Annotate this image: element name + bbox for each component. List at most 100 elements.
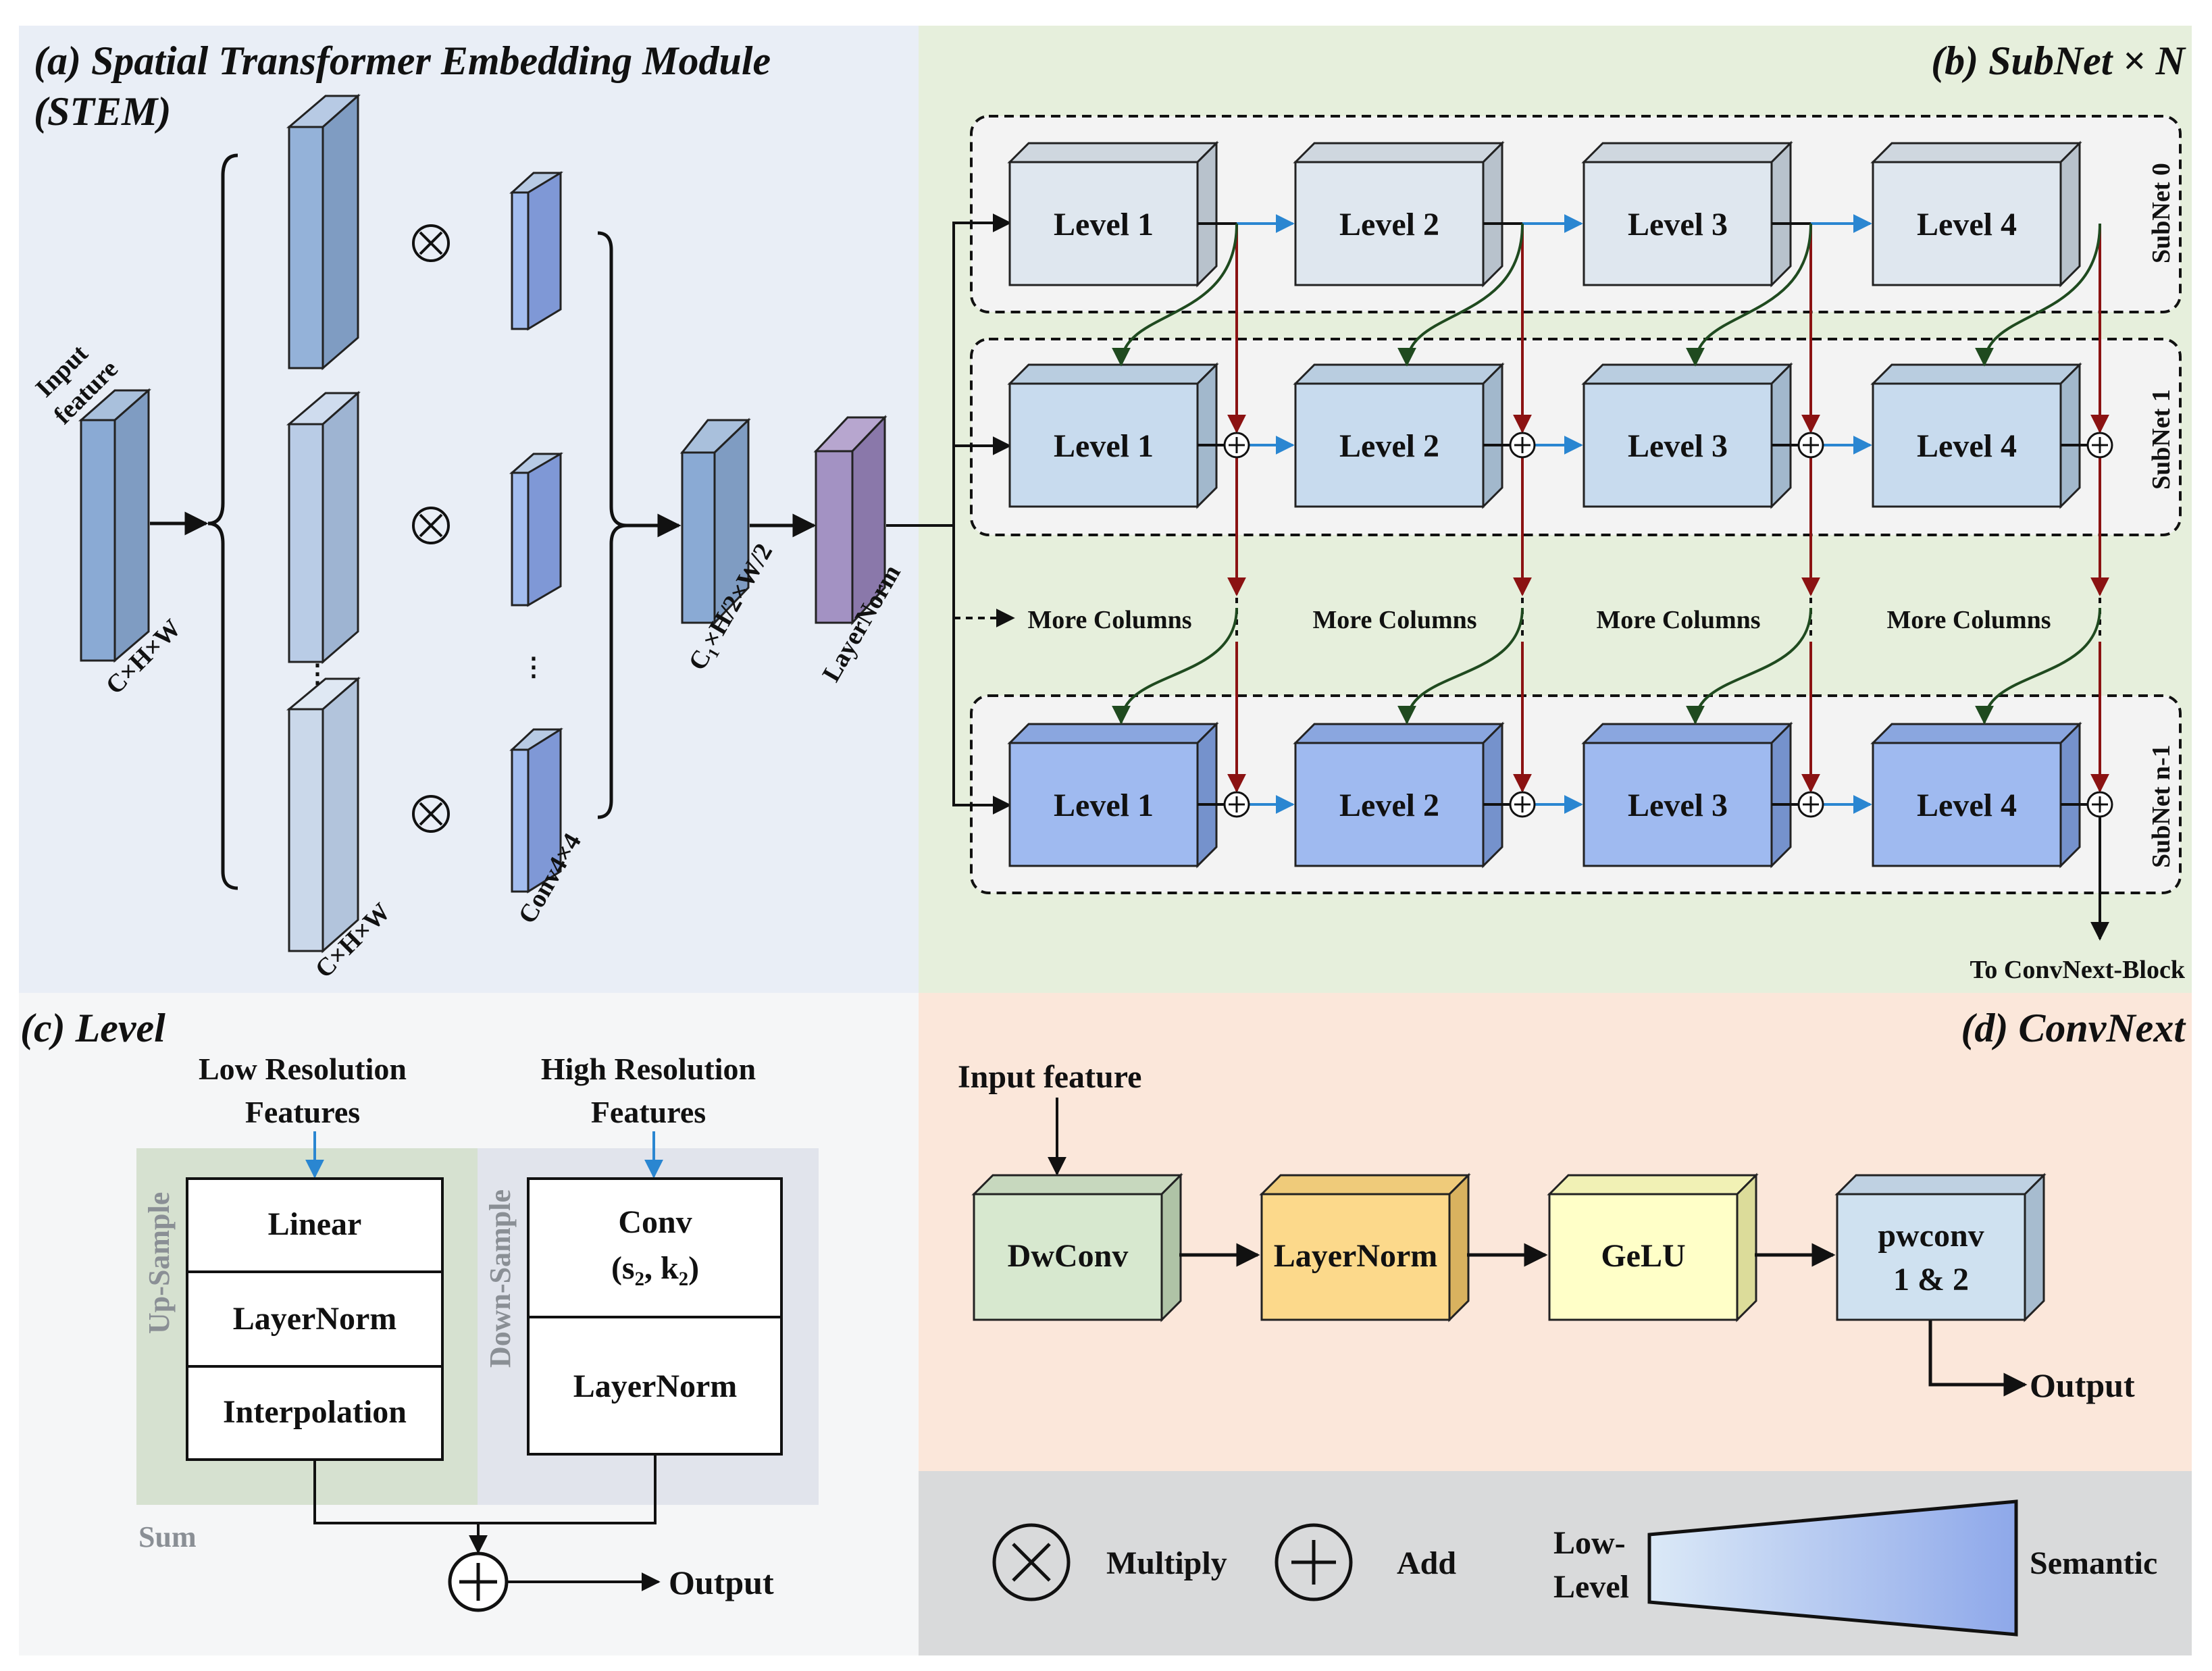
stem-title: (a) Spatial Transformer Embedding Module <box>34 38 771 83</box>
gelu-label: GeLU <box>1601 1238 1685 1274</box>
layernorm-block-convnext <box>1259 1173 1471 1322</box>
dwconv-block <box>971 1173 1183 1322</box>
subnet-n1-level-3-label: Level 3 <box>1628 788 1728 823</box>
conv-ellipsis: ⋮ <box>521 653 546 682</box>
subnet-1-level-3 <box>1581 362 1793 509</box>
to-convnext-label: To ConvNext-Block <box>1970 956 2186 984</box>
add-icon-rown1-1 <box>1223 791 1250 818</box>
more-columns-label-1: More Columns <box>1027 606 1191 634</box>
layernorm-block <box>813 415 888 625</box>
pwconv-label: pwconv <box>1878 1218 1984 1254</box>
conv-block-1 <box>509 171 563 331</box>
subnet-n1-level-4-label: Level 4 <box>1917 788 2017 823</box>
subnet-0-label: SubNet 0 <box>2147 163 2176 263</box>
dwconv-label: DwConv <box>1008 1238 1129 1274</box>
stem-to-subnet-line <box>886 213 1012 527</box>
subnet-1-level-2-label: Level 2 <box>1339 428 1439 464</box>
pwconv-block <box>1834 1173 2047 1322</box>
add-icon-row1-1 <box>1223 432 1250 459</box>
subnet-n1-level-2 <box>1293 721 1505 869</box>
pwconv-label-2: 1 & 2 <box>1893 1262 1969 1297</box>
split-brace <box>207 153 238 890</box>
add-icon-rown1-2 <box>1509 791 1536 818</box>
legend-semantic-label: Semantic <box>2030 1545 2157 1581</box>
up-sample-label: Up-Sample <box>143 1192 176 1334</box>
add-icon-rown1-3 <box>1797 791 1824 818</box>
merged-block <box>679 417 751 625</box>
subnet-0-level-1-label: Level 1 <box>1054 207 1154 242</box>
subnet-1-level-3-label: Level 3 <box>1628 428 1728 464</box>
more-columns-label-2: More Columns <box>1312 606 1476 634</box>
legend-add-label: Add <box>1397 1545 1456 1581</box>
green-arrow-bottom-3 <box>1686 607 1812 725</box>
green-arrow-top-3 <box>1686 223 1812 367</box>
stem-title-line2: (STEM) <box>34 89 171 134</box>
stem-panel <box>19 26 919 993</box>
convnext-output-label: Output <box>2030 1366 2135 1404</box>
green-arrow-top-2 <box>1397 223 1524 367</box>
convnext-output-line <box>1928 1320 2028 1397</box>
level-merge-lines <box>313 1454 657 1524</box>
subnet-n1-level-1 <box>1007 721 1219 869</box>
legend-add-icon <box>1275 1523 1353 1601</box>
conv-label-box: Conv <box>618 1204 692 1240</box>
subnet-0-level-4-label: Level 4 <box>1917 207 2017 242</box>
split-block-2 <box>286 390 361 665</box>
add-icon-rown1-4 <box>2086 791 2113 818</box>
conv-params-label: (s₂, k₂) <box>611 1250 699 1286</box>
legend-low-label-2: Level <box>1553 1569 1629 1605</box>
conv-box <box>527 1177 783 1318</box>
add-icon-row1-4 <box>2086 432 2113 459</box>
subnet-1-label: SubNet 1 <box>2147 389 2176 490</box>
up-layernorm-box <box>186 1270 444 1368</box>
subnet-1-level-1-label: Level 1 <box>1054 428 1154 464</box>
legend-low-label: Low- <box>1553 1525 1626 1561</box>
more-columns-label-4: More Columns <box>1886 606 2051 634</box>
gelu-block <box>1547 1173 1759 1322</box>
subnet-n1-level-3 <box>1581 721 1793 869</box>
subnet-1-level-1 <box>1007 362 1219 509</box>
level-title: (c) Level <box>20 1006 165 1050</box>
multiply-icon-3 <box>412 795 450 833</box>
convnext-blocks: DwConv LayerNorm GeLU pwconv 1 & 2 <box>971 1173 2047 1322</box>
convnext-layernorm-label: LayerNorm <box>1274 1238 1438 1274</box>
subnet-1-level-4 <box>1870 362 2082 509</box>
convnext-title: (d) ConvNext <box>1961 1006 2186 1050</box>
conv-block-2 <box>509 452 563 607</box>
linear-box <box>186 1177 444 1273</box>
convnext-input-label: Input feature <box>958 1059 1141 1095</box>
down-sample-label: Down-Sample <box>484 1189 517 1368</box>
sum-label: Sum <box>138 1520 197 1553</box>
high-res-label: High Resolution <box>541 1052 756 1086</box>
multiply-icon-2 <box>412 507 450 544</box>
level-boxes: Level 1 Level 2 Level 3 Level 4 Level 1 Level… <box>1007 140 2113 941</box>
conv-block-3 <box>509 727 563 894</box>
add-icon-row1-3 <box>1797 432 1824 459</box>
green-arrow-top-1 <box>1112 223 1238 367</box>
more-columns-label-3: More Columns <box>1596 606 1760 634</box>
green-arrow-bottom-4 <box>1975 607 2101 725</box>
subnet-0-level-3 <box>1581 140 1793 288</box>
interpolation-box <box>186 1365 444 1461</box>
green-arrow-bottom-2 <box>1397 607 1524 725</box>
input-feature-block <box>78 388 151 663</box>
multiply-icon-1 <box>412 224 450 262</box>
subnet-0-level-1 <box>1007 140 1219 288</box>
split-block-1 <box>286 93 361 371</box>
subnet-n1-label: SubNet n-1 <box>2147 744 2176 868</box>
subnet-1-level-2 <box>1293 362 1505 509</box>
subnet-0-level-2-label: Level 2 <box>1339 207 1439 242</box>
subnet-n1-level-4 <box>1870 721 2082 869</box>
subnet-title: (b) SubNet × N <box>1931 38 2187 83</box>
semantic-gradient-wedge <box>1647 1499 2018 1637</box>
legend-multiply-label: Multiply <box>1106 1545 1227 1581</box>
low-res-label-2: Features <box>245 1095 360 1129</box>
subnet-n1-level-2-label: Level 2 <box>1339 788 1439 823</box>
linear-label: Linear <box>268 1206 362 1242</box>
high-res-label-2: Features <box>591 1095 706 1129</box>
add-icon-level <box>448 1551 509 1612</box>
down-layernorm-box <box>527 1316 783 1456</box>
split-ellipsis: ⋮ <box>305 660 330 688</box>
green-arrow-top-4 <box>1975 223 2101 367</box>
